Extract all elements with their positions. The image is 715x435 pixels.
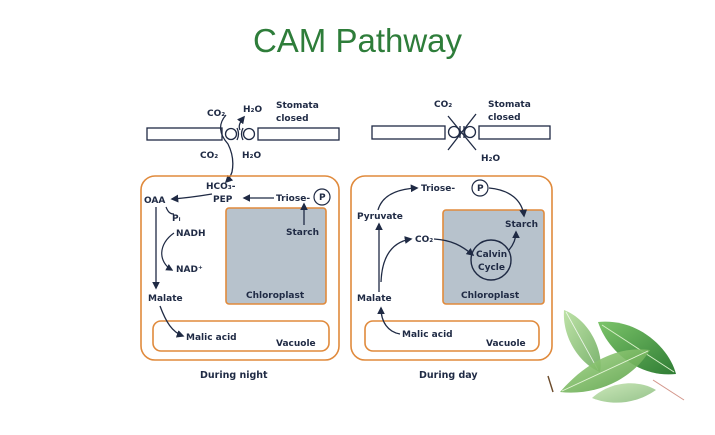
day-calvin-line2: Cycle — [478, 263, 505, 273]
day-calvin-line1: Calvin — [476, 250, 507, 260]
night-chloroplast-label: Chloroplast — [246, 291, 305, 301]
day-stomata-line1: Stomata — [488, 100, 531, 110]
night-nad: NAD⁺ — [176, 265, 203, 275]
night-h2o-arrow — [237, 115, 245, 131]
night-nadh-curve-arrow — [161, 232, 175, 271]
day-h2o-blocked-arrow — [447, 113, 477, 151]
night-hco3: HCO₃- — [206, 182, 236, 192]
night-oaa: OAA — [144, 196, 165, 206]
day-vacuole-label: Vacuole — [486, 339, 526, 349]
night-co2-top: CO₂ — [207, 109, 225, 119]
night-phosphate-circle — [313, 188, 331, 206]
night-malate: Malate — [148, 294, 183, 304]
day-calvin-to-starch-arrow — [508, 230, 520, 251]
day-calvin-cycle — [470, 239, 512, 281]
night-panel: CO₂ H₂O Stomata closed CO₂ H₂O HCO₃- PEP… — [140, 101, 340, 381]
day-vacuole-to-malate-arrow — [377, 306, 401, 335]
decorative-leaves-icon — [547, 310, 685, 403]
day-pyruvate-to-triose-arrow — [377, 184, 419, 211]
day-epidermis-right — [478, 125, 551, 140]
day-vacuole — [364, 320, 540, 352]
day-co2-to-calvin-arrow — [433, 238, 475, 256]
day-phosphate-circle — [471, 179, 489, 197]
day-chloroplast-label: Chloroplast — [461, 291, 520, 301]
night-epidermis-left — [146, 127, 223, 141]
night-stomata-line2: closed — [276, 114, 309, 124]
night-caption: During night — [200, 370, 268, 381]
night-stomata-line1: Stomata — [276, 101, 319, 111]
night-phosphate: P — [319, 193, 326, 203]
night-malate-to-vacuole-arrow — [159, 305, 185, 338]
night-co2-entry-arrow — [219, 114, 234, 184]
night-vacuole-label: Vacuole — [276, 339, 316, 349]
day-malic-acid: Malic acid — [402, 330, 453, 340]
night-h2o-top: H₂O — [243, 105, 262, 115]
day-caption: During day — [419, 370, 478, 381]
night-chloroplast — [225, 207, 327, 305]
day-malate: Malate — [357, 294, 392, 304]
night-vacuole — [152, 320, 330, 352]
day-pyruvate: Pyruvate — [357, 212, 403, 222]
day-cell — [350, 175, 553, 361]
night-pi: Pᵢ — [172, 214, 181, 224]
day-phosphate: P — [477, 184, 484, 194]
night-pep: PEP — [213, 195, 233, 205]
night-nadh: NADH — [176, 229, 206, 239]
night-h2o-bottom: H₂O — [242, 151, 261, 161]
day-phosphate-to-starch-arrow — [488, 187, 528, 218]
day-stomata-line2: closed — [488, 113, 521, 123]
page-title: CAM Pathway — [252, 22, 463, 59]
night-pep-to-oaa-arrow — [170, 193, 213, 203]
day-malate-to-co2-arrow — [380, 236, 413, 283]
night-stomata-icon — [224, 127, 256, 141]
night-starch: Starch — [286, 228, 319, 238]
day-co2-top: CO₂ — [434, 100, 452, 110]
day-panel: CO₂ Stomata closed H₂O Triose- P Pyruvat… — [350, 100, 553, 381]
day-h2o-bottom: H₂O — [481, 154, 500, 164]
night-malic-acid: Malic acid — [186, 333, 237, 343]
day-co2-inner: CO₂ — [415, 235, 433, 245]
day-epidermis-left — [371, 125, 446, 140]
night-cell — [140, 175, 340, 361]
night-oaa-pi-arrow — [165, 206, 175, 215]
day-triose: Triose- — [421, 184, 455, 194]
night-epidermis-right — [257, 127, 340, 141]
night-triose: Triose- — [276, 194, 310, 204]
night-co2-bottom: CO₂ — [200, 151, 218, 161]
day-starch: Starch — [505, 220, 538, 230]
